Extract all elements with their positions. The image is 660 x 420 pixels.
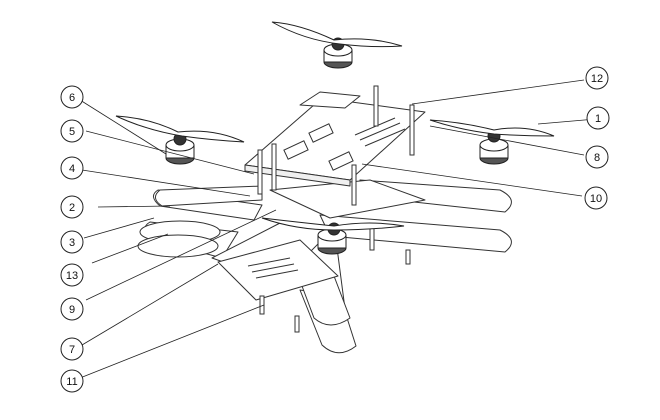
svg-text:1: 1 bbox=[595, 113, 601, 125]
svg-text:6: 6 bbox=[69, 92, 75, 104]
callout-10: 10 bbox=[584, 186, 608, 210]
upper-arm-right bbox=[359, 179, 512, 213]
svg-text:3: 3 bbox=[69, 237, 75, 249]
lower-arm-rear-right bbox=[319, 214, 512, 253]
propeller-left bbox=[115, 115, 245, 143]
svg-text:8: 8 bbox=[594, 152, 600, 164]
propeller-right bbox=[429, 119, 555, 137]
propeller-front bbox=[261, 217, 405, 231]
callout-7: 7 bbox=[60, 337, 84, 361]
callout-5: 5 bbox=[60, 119, 84, 143]
propeller-top bbox=[271, 21, 403, 48]
svg-text:5: 5 bbox=[69, 126, 75, 138]
svg-text:9: 9 bbox=[69, 304, 75, 316]
top-plate-front-lip bbox=[299, 91, 361, 109]
svg-text:13: 13 bbox=[66, 270, 78, 282]
standoffs bbox=[257, 85, 415, 333]
svg-text:2: 2 bbox=[69, 202, 75, 214]
lower-plate-slots bbox=[247, 257, 299, 279]
callout-4: 4 bbox=[60, 156, 84, 180]
callout-12: 12 bbox=[585, 66, 609, 90]
svg-text:11: 11 bbox=[66, 376, 77, 388]
motor-left bbox=[165, 132, 195, 165]
leader-lines bbox=[79, 79, 597, 379]
callout-8: 8 bbox=[585, 145, 609, 169]
motor-top bbox=[323, 37, 353, 69]
callout-13: 13 bbox=[60, 263, 84, 287]
lower-front-body-plate bbox=[217, 239, 339, 301]
callout-11: 11 bbox=[60, 369, 84, 393]
callout-2: 2 bbox=[60, 195, 84, 219]
callout-6: 6 bbox=[60, 85, 84, 109]
svg-text:12: 12 bbox=[591, 73, 603, 85]
svg-text:7: 7 bbox=[69, 344, 75, 356]
spacer-plate-13b bbox=[137, 234, 219, 258]
top-plate-edge bbox=[244, 164, 351, 187]
callout-1: 1 bbox=[586, 106, 610, 130]
callout-9: 9 bbox=[60, 297, 84, 321]
svg-text:4: 4 bbox=[69, 163, 75, 175]
callout-3: 3 bbox=[60, 230, 84, 254]
svg-text:10: 10 bbox=[590, 193, 602, 205]
